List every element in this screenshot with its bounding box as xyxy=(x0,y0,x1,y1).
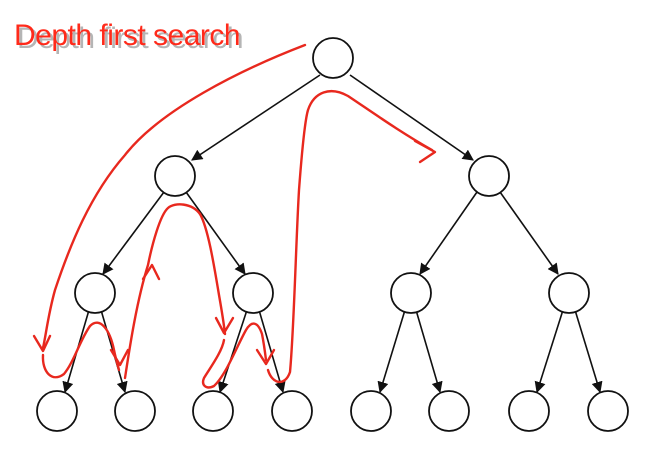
edge-lr-lrr xyxy=(258,309,286,394)
node-llr xyxy=(114,390,156,432)
traversal-segment-l-to-lrl xyxy=(198,212,227,336)
tree-edges xyxy=(62,74,603,394)
edge-root-l xyxy=(191,74,321,161)
node-rrl xyxy=(508,390,550,432)
edge-l-lr xyxy=(185,191,246,275)
edge-root-r xyxy=(349,74,474,161)
edge-l-ll xyxy=(102,191,165,275)
red-arrowhead-icon xyxy=(413,139,437,164)
edge-rr-rrl xyxy=(534,309,564,394)
traversal-segment-llr-to-l xyxy=(123,203,202,380)
node-l xyxy=(154,155,196,197)
edge-rr-rrr xyxy=(574,309,603,394)
edge-r-rl xyxy=(419,191,478,275)
node-rll xyxy=(350,390,392,432)
traversal-segment-lrr-to-r xyxy=(266,90,434,384)
title-shadow: Depth first search xyxy=(17,22,243,55)
tree-nodes xyxy=(36,37,629,432)
node-rr xyxy=(548,272,590,314)
node-r xyxy=(468,155,510,197)
red-arrowhead-icon xyxy=(255,348,276,366)
node-rlr xyxy=(428,390,470,432)
red-arrowhead-icon xyxy=(109,348,130,367)
traversal-segment-lll-to-llr xyxy=(41,321,121,379)
edge-rl-rll xyxy=(377,309,406,394)
traversal-segment-root-to-lll xyxy=(41,43,307,350)
node-lr xyxy=(232,272,274,314)
red-arrowhead-icon xyxy=(214,316,235,335)
node-root xyxy=(312,37,354,79)
node-lll xyxy=(36,390,78,432)
edge-r-rr xyxy=(499,191,559,275)
red-arrowhead-icon xyxy=(32,334,52,353)
traversal-segment-lrl-to-lrr xyxy=(201,322,268,389)
node-ll xyxy=(74,272,116,314)
dfs-traversal-path xyxy=(32,43,437,389)
red-arrowhead-icon xyxy=(141,263,161,281)
node-lrl xyxy=(192,390,234,432)
edge-lr-lrl xyxy=(217,309,248,394)
node-rrr xyxy=(587,390,629,432)
edge-rl-rlr xyxy=(415,309,443,394)
node-lrr xyxy=(271,390,313,432)
node-rl xyxy=(390,272,432,314)
diagram-title: Depth first search xyxy=(14,19,240,52)
